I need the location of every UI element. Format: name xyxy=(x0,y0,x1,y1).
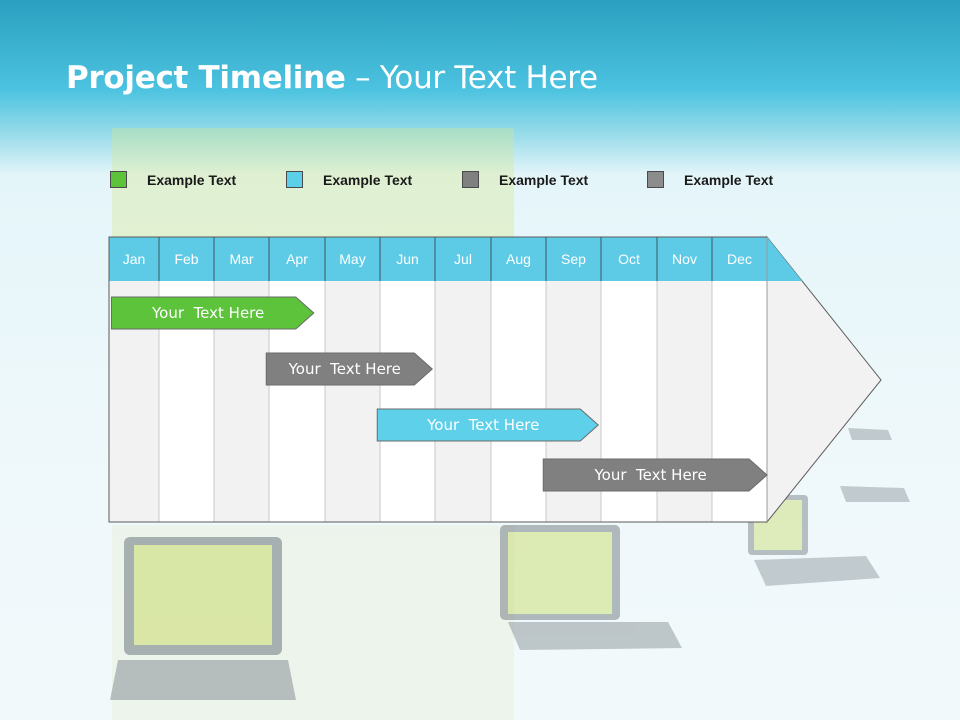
month-column-jul xyxy=(435,281,491,522)
month-label-feb: Feb xyxy=(174,251,198,267)
legend-label-3: Example Text xyxy=(499,172,589,188)
month-header-apr xyxy=(269,237,325,281)
month-label-aug: Aug xyxy=(506,251,531,267)
legend-swatch-blue xyxy=(286,171,303,188)
legend-label-2: Example Text xyxy=(323,172,413,188)
month-header-dec xyxy=(712,237,767,281)
timeline-arrow-header xyxy=(767,237,803,281)
task-bar-4 xyxy=(542,458,768,492)
month-header-nov xyxy=(657,237,712,281)
legend-swatch-gray-dark xyxy=(462,171,479,188)
month-label-sep: Sep xyxy=(561,251,586,267)
month-label-apr: Apr xyxy=(286,251,308,267)
month-header-may xyxy=(325,237,380,281)
month-column-aug xyxy=(491,281,546,522)
legend-label-1: Example Text xyxy=(147,172,237,188)
legend-swatch-green xyxy=(110,171,127,188)
month-header-jan xyxy=(109,237,159,281)
month-column-may xyxy=(325,281,380,522)
task-bar-label-1: Your Text Here xyxy=(151,304,264,322)
month-label-jul: Jul xyxy=(454,251,472,267)
month-label-dec: Dec xyxy=(727,251,752,267)
page-title: Project Timeline – Your Text Here xyxy=(66,60,598,96)
month-label-nov: Nov xyxy=(672,251,697,267)
page-title-subtitle: – Your Text Here xyxy=(345,60,598,96)
month-label-may: May xyxy=(339,251,365,267)
task-bar-label-2: Your Text Here xyxy=(288,360,401,378)
task-bar-label-4: Your Text Here xyxy=(594,466,707,484)
month-header-jun xyxy=(380,237,435,281)
page-title-bold: Project Timeline xyxy=(66,60,346,96)
month-header-jul xyxy=(435,237,491,281)
month-label-mar: Mar xyxy=(229,251,253,267)
month-header-oct xyxy=(601,237,657,281)
task-bar-2 xyxy=(265,352,434,386)
legend-label-4: Example Text xyxy=(684,172,774,188)
month-label-oct: Oct xyxy=(618,251,640,267)
month-header-aug xyxy=(491,237,546,281)
task-bar-label-3: Your Text Here xyxy=(426,416,539,434)
task-bar-1 xyxy=(111,296,315,330)
month-label-jan: Jan xyxy=(123,251,146,267)
legend-swatch-gray xyxy=(647,171,664,188)
timeline-frame xyxy=(108,236,767,523)
month-header-sep xyxy=(546,237,601,281)
month-label-jun: Jun xyxy=(396,251,419,267)
month-header-mar xyxy=(214,237,269,281)
month-header-feb xyxy=(159,237,214,281)
task-bar-3 xyxy=(376,408,600,442)
month-column-jun xyxy=(380,281,435,522)
